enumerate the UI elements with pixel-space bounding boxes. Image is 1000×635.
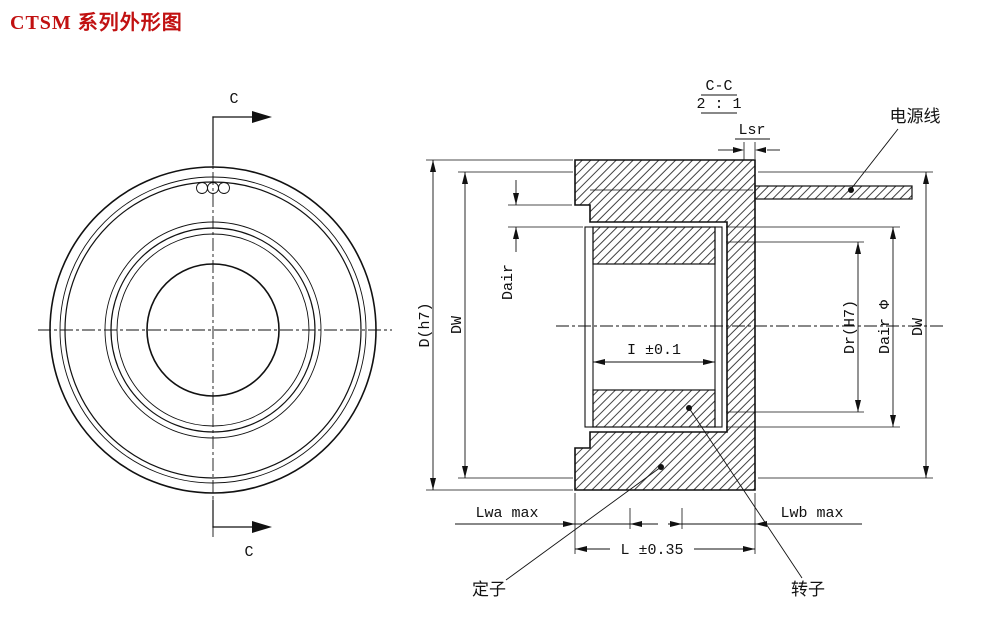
dim-lwb: Lwb max <box>668 505 862 527</box>
dim-dw-right: DW <box>758 171 933 479</box>
d-outer-label: D(h7) <box>417 302 434 347</box>
drawing-title: CTSM 系列外形图 <box>10 12 183 34</box>
cable-leader-dot <box>848 187 854 193</box>
rotor-left-wall <box>584 226 594 428</box>
dim-d-outer: D(h7) <box>417 159 573 491</box>
rotor-leader: 转子 <box>686 405 825 599</box>
section-arrow-bottom-icon <box>252 521 272 533</box>
dw-right-label: DW <box>910 318 927 336</box>
dr-label: Dr(H7) <box>842 300 859 354</box>
stator-leader: 定子 <box>472 464 664 599</box>
section-label-bottom: C <box>244 544 253 561</box>
section-arrow-top-icon <box>252 111 272 123</box>
dair-dia-label: Dair Φ <box>877 300 894 354</box>
rotor-right-wall <box>714 226 723 428</box>
rotor-block-top <box>592 226 716 265</box>
dim-dw-left: DW <box>449 171 573 479</box>
dim-dair: Dair <box>500 180 583 300</box>
dair-label: Dair <box>500 264 517 300</box>
dim-inner-width: I ±0.1 <box>593 342 715 365</box>
dim-dr: Dr(H7) <box>726 241 864 413</box>
stator-leader-dot <box>658 464 664 470</box>
rotor-leader-dot <box>686 405 692 411</box>
section-name-label: C-C <box>705 78 732 95</box>
dim-lsr: Lsr <box>718 122 780 160</box>
dw-left-label: DW <box>449 316 466 334</box>
dim-lwa: Lwa max <box>455 505 658 527</box>
power-cable <box>754 185 913 200</box>
lwb-label: Lwb max <box>780 505 843 522</box>
rotor-section <box>584 226 723 428</box>
section-label-top: C <box>229 91 238 108</box>
section-cut-top: C <box>212 91 272 166</box>
stator-section <box>574 159 756 491</box>
dim-length: L ±0.35 <box>575 542 755 559</box>
cable-leader: 电源线 <box>848 107 941 193</box>
rotor-block-bottom <box>592 389 716 428</box>
inner-width-label: I ±0.1 <box>627 342 681 359</box>
front-view: C C <box>38 91 392 561</box>
section-scale-label: 2 : 1 <box>696 96 741 113</box>
section-cut-bottom: C <box>212 499 272 561</box>
section-title: C-C 2 : 1 <box>696 78 742 114</box>
stator-label: 定子 <box>472 580 506 599</box>
power-cable-label: 电源线 <box>890 107 941 126</box>
dim-dair-dia: Dair Φ <box>726 226 900 428</box>
length-label: L ±0.35 <box>620 542 683 559</box>
lwa-label: Lwa max <box>475 505 538 522</box>
lsr-label: Lsr <box>738 122 765 139</box>
section-view: C-C 2 : 1 Lsr <box>417 78 944 599</box>
rotor-label: 转子 <box>791 580 825 599</box>
